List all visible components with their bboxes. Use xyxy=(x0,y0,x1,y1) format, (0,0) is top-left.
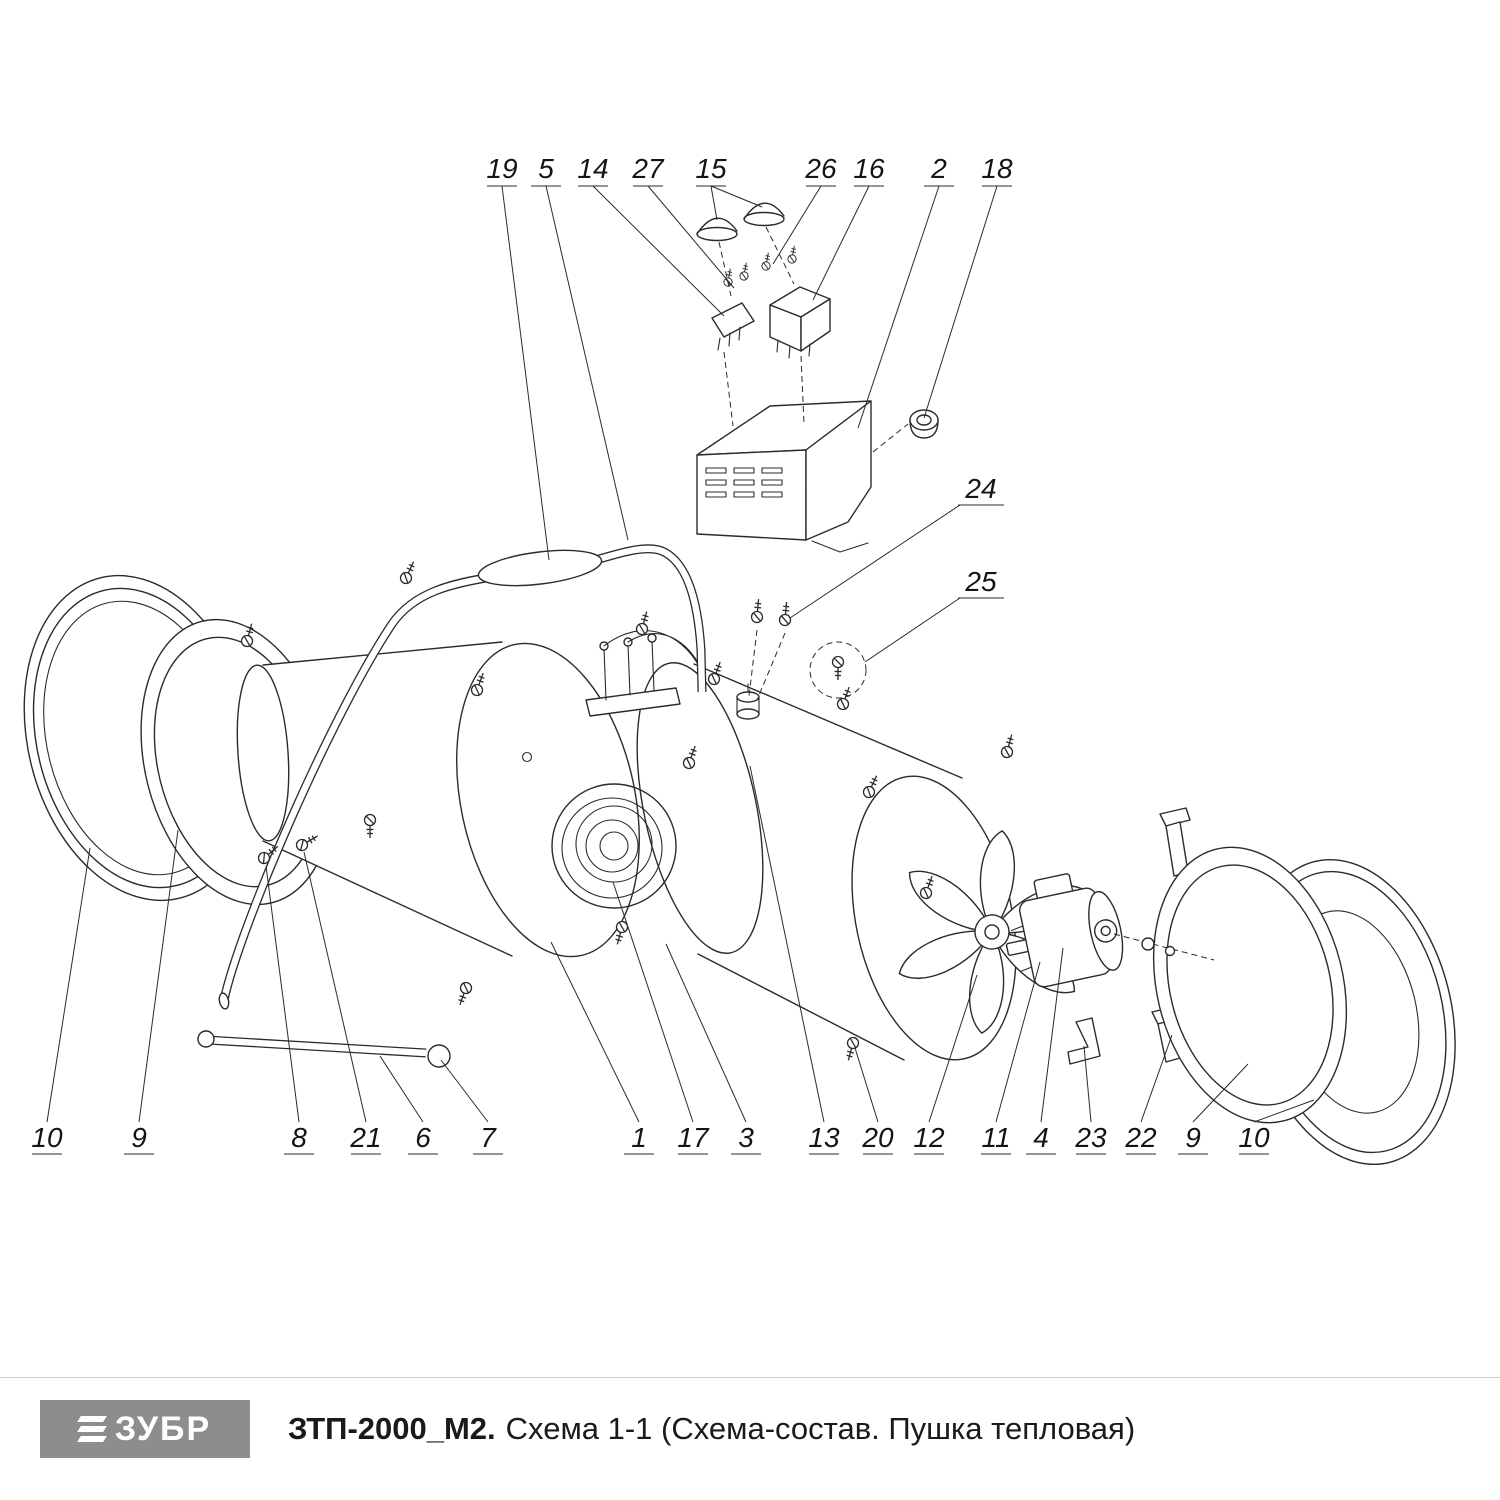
callout-17: 17 xyxy=(677,1122,710,1153)
rear-grille-ring-inner xyxy=(1152,846,1348,1124)
rocker-switch xyxy=(711,302,755,351)
footer-separator xyxy=(0,1377,1500,1378)
callout-4: 4 xyxy=(1033,1122,1049,1153)
front-shell xyxy=(236,641,640,958)
cable-grommet xyxy=(909,409,939,439)
stand-tube xyxy=(197,1030,451,1068)
vent-slots xyxy=(705,467,783,498)
callout-27: 27 xyxy=(631,153,665,184)
callout-10-right: 10 xyxy=(1238,1122,1270,1153)
callout-21: 21 xyxy=(349,1122,381,1153)
callout-20: 20 xyxy=(861,1122,894,1153)
callout-18: 18 xyxy=(981,153,1013,184)
handle-grip xyxy=(477,549,603,587)
switch-cap-left xyxy=(696,217,738,242)
schema-title: ЗТП-2000_М2. Схема 1-1 (Схема-состав. Пуш… xyxy=(288,1411,1135,1447)
footer: ЗУБР ЗТП-2000_М2. Схема 1-1 (Схема-состав… xyxy=(40,1400,1135,1458)
handle-tube xyxy=(218,544,707,1010)
callout-14: 14 xyxy=(577,153,608,184)
model-number: ЗТП-2000_М2. xyxy=(288,1411,496,1446)
bracket-upper xyxy=(1159,807,1191,877)
fan xyxy=(892,827,1092,1037)
callout-11: 11 xyxy=(981,1122,1010,1153)
callout-9-right: 9 xyxy=(1185,1122,1201,1153)
callout-25: 25 xyxy=(964,566,997,597)
callout-9-left: 9 xyxy=(131,1122,147,1153)
zubr-logo: ЗУБР xyxy=(40,1400,250,1458)
thermostat xyxy=(736,683,760,720)
callout-1: 1 xyxy=(631,1122,647,1153)
callout-10-left: 10 xyxy=(31,1122,63,1153)
callout-23: 23 xyxy=(1074,1122,1107,1153)
callout-16: 16 xyxy=(853,153,885,184)
motor xyxy=(1005,873,1124,988)
zubr-logo-icon xyxy=(76,1416,107,1442)
callout-15: 15 xyxy=(695,153,727,184)
power-switch xyxy=(769,286,831,359)
assembly-dashed-lines xyxy=(718,226,909,701)
bracket-foot xyxy=(1067,1017,1101,1065)
callout-13: 13 xyxy=(808,1122,840,1153)
schema-name: Схема 1-1 (Схема-состав. Пушка тепловая) xyxy=(505,1411,1136,1446)
detail-circle xyxy=(809,641,867,699)
callout-24: 24 xyxy=(964,473,996,504)
callout-7: 7 xyxy=(480,1122,497,1153)
callout-numbers: 19 5 14 27 15 26 16 2 18 24 25 10 9 8 21… xyxy=(31,153,1270,1153)
switch-cap-right xyxy=(743,202,785,227)
callout-leaders xyxy=(32,185,1315,1155)
heating-element xyxy=(551,630,704,909)
callout-3: 3 xyxy=(738,1122,754,1153)
callout-26: 26 xyxy=(804,153,837,184)
callout-8: 8 xyxy=(291,1122,307,1153)
callout-2: 2 xyxy=(930,153,947,184)
callout-6: 6 xyxy=(415,1122,431,1153)
callout-5: 5 xyxy=(538,153,554,184)
zubr-logo-text: ЗУБР xyxy=(114,1409,212,1448)
control-box-cover xyxy=(696,400,872,553)
callout-22: 22 xyxy=(1124,1122,1157,1153)
callout-12: 12 xyxy=(913,1122,945,1153)
callout-19: 19 xyxy=(486,153,517,184)
washers xyxy=(1113,933,1215,961)
